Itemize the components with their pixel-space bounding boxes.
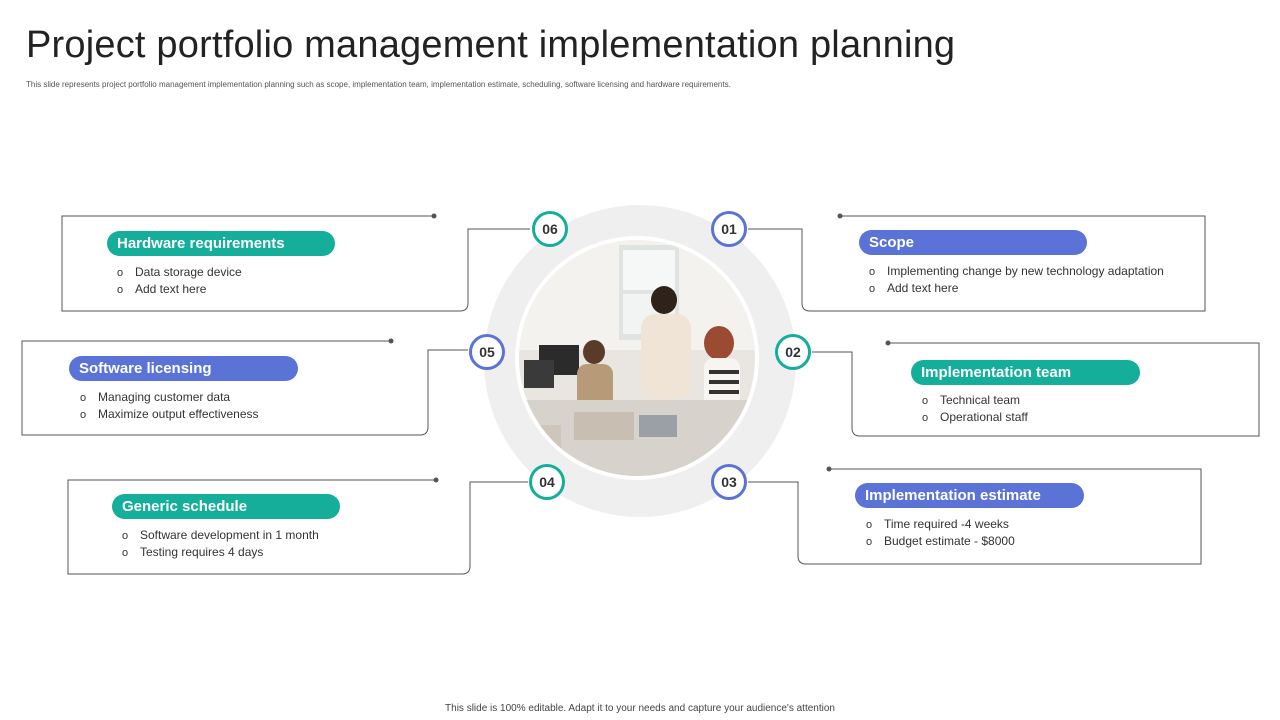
box-outline-05 [21,340,468,436]
connector-dot-03 [826,466,832,472]
box-outline-02 [812,342,1260,437]
team-meeting-photo [519,240,755,476]
page-subtitle: This slide represents project portfolio … [26,80,731,89]
box-outline-03 [748,468,1202,565]
step-title-software-licensing: Software licensing [69,356,298,381]
page-footer: This slide is 100% editable. Adapt it to… [445,703,835,714]
step-title-scope: Scope [859,230,1087,255]
connector-dot-02 [885,340,891,346]
step-title-implementation-estimate: Implementation estimate [855,483,1084,508]
connector-dot-06 [431,213,437,219]
step-badge-05: 05 [469,334,505,370]
box-outline-01 [748,215,1206,312]
step-badge-06: 06 [532,211,568,247]
step-title-generic-schedule: Generic schedule [112,494,340,519]
step-badge-01: 01 [711,211,747,247]
step-title-implementation-team: Implementation team [911,360,1140,385]
step-badge-04: 04 [529,464,565,500]
step-badge-03: 03 [711,464,747,500]
connector-dot-05 [388,338,394,344]
page-title: Project portfolio management implementat… [26,24,956,66]
connector-dot-04 [433,477,439,483]
step-badge-02: 02 [775,334,811,370]
step-title-hardware-requirements: Hardware requirements [107,231,335,256]
box-outline-04 [67,479,528,575]
box-outline-06 [61,215,530,312]
connector-dot-01 [837,213,843,219]
team-meeting-photo-icon [519,240,755,476]
